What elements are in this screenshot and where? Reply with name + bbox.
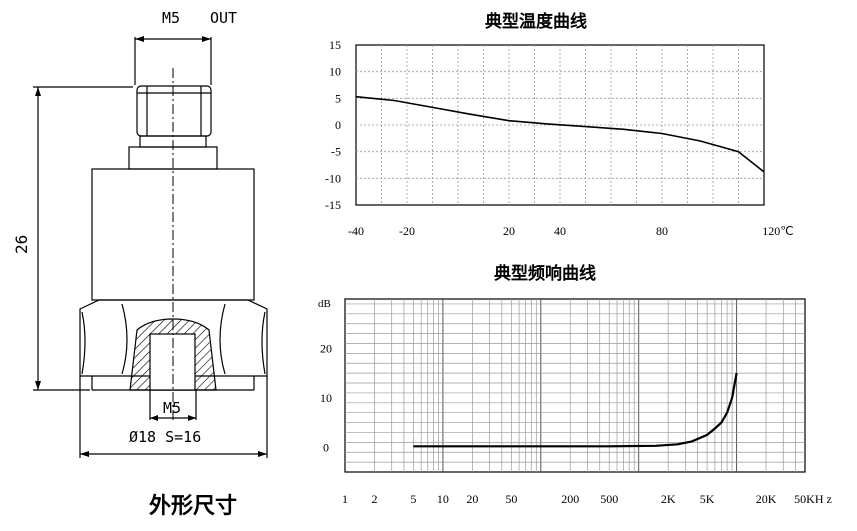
frequency-y-tick-label: 0 — [323, 440, 329, 454]
frequency-chart-title: 典型频响曲线 — [494, 263, 596, 284]
frequency-y-ticks: 20 10 0 — [320, 341, 332, 454]
base-width-dimension — [79, 376, 268, 458]
temperature-grid — [356, 45, 764, 205]
temperature-x-tick-label: -40 — [348, 224, 364, 238]
frequency-x-tick-label: 5K — [700, 492, 715, 506]
frequency-response-chart: 典型频响曲线 dB 20 10 0 1 2 5 10 20 50 200 500 2K 5K 20K 50… — [318, 263, 832, 506]
frequency-y-tick-label: 20 — [320, 341, 332, 355]
temperature-y-tick-label: 15 — [329, 38, 341, 52]
top-thread-label: M5 — [162, 9, 180, 27]
frequency-x-tick-label: 20 — [466, 492, 478, 506]
temperature-x-tick-label: 80 — [656, 224, 668, 238]
frequency-y-axis-label: dB — [318, 298, 331, 310]
frequency-x-tick-label: 1 — [342, 492, 348, 506]
frequency-x-tick-label: 50 — [505, 492, 517, 506]
frequency-plot-frame — [344, 298, 806, 473]
frequency-x-tick-label: 2K — [661, 492, 676, 506]
frequency-grid — [345, 299, 805, 472]
frequency-x-tick-label: 500 — [600, 492, 618, 506]
frequency-x-tick-label: 200 — [561, 492, 579, 506]
temperature-x-tick-label: 120℃ — [762, 224, 793, 238]
bottom-thread-label: M5 — [163, 399, 181, 417]
frequency-x-ticks: 1 2 5 10 20 50 200 500 2K 5K 20K 50KH z — [342, 492, 832, 506]
base-dimension-label: Ø18 S=16 — [129, 428, 201, 446]
frequency-y-tick-label: 10 — [320, 391, 332, 405]
temperature-y-tick-label: -5 — [331, 145, 341, 159]
top-width-dimension — [134, 36, 212, 85]
frequency-series-line — [413, 372, 738, 448]
frequency-x-tick-label: 50KH z — [794, 492, 832, 506]
temperature-y-tick-label: 10 — [329, 65, 341, 79]
temperature-x-tick-label: -20 — [399, 224, 415, 238]
temperature-series-line — [355, 95, 765, 173]
temperature-y-tick-label: 0 — [335, 118, 341, 132]
frequency-x-tick-label: 20K — [756, 492, 777, 506]
temperature-chart-title: 典型温度曲线 — [485, 11, 587, 32]
temperature-x-tick-label: 20 — [503, 224, 515, 238]
frequency-x-tick-label: 2 — [371, 492, 377, 506]
temperature-y-ticks: 15 10 5 0 -5 -10 -15 — [325, 38, 341, 212]
temperature-y-tick-label: -15 — [325, 198, 341, 212]
outline-drawing: M5 OUT — [12, 9, 268, 519]
drawing-caption: 外形尺寸 — [149, 493, 237, 519]
frequency-x-tick-label: 10 — [437, 492, 449, 506]
output-label: OUT — [210, 9, 237, 27]
frequency-x-tick-label: 5 — [410, 492, 416, 506]
height-dimension — [33, 86, 133, 391]
temperature-y-tick-label: -10 — [325, 171, 341, 185]
bottom-thread-dimension — [149, 390, 197, 421]
temperature-x-tick-label: 40 — [554, 224, 566, 238]
temperature-x-ticks: -40 -20 20 40 80 120℃ — [348, 224, 794, 238]
height-label: 26 — [12, 235, 31, 254]
temperature-y-tick-label: 5 — [335, 91, 341, 105]
temperature-curve-chart: 典型温度曲线 15 10 5 0 -5 -10 -15 -40 -20 20 40 80 120℃ — [325, 11, 794, 238]
